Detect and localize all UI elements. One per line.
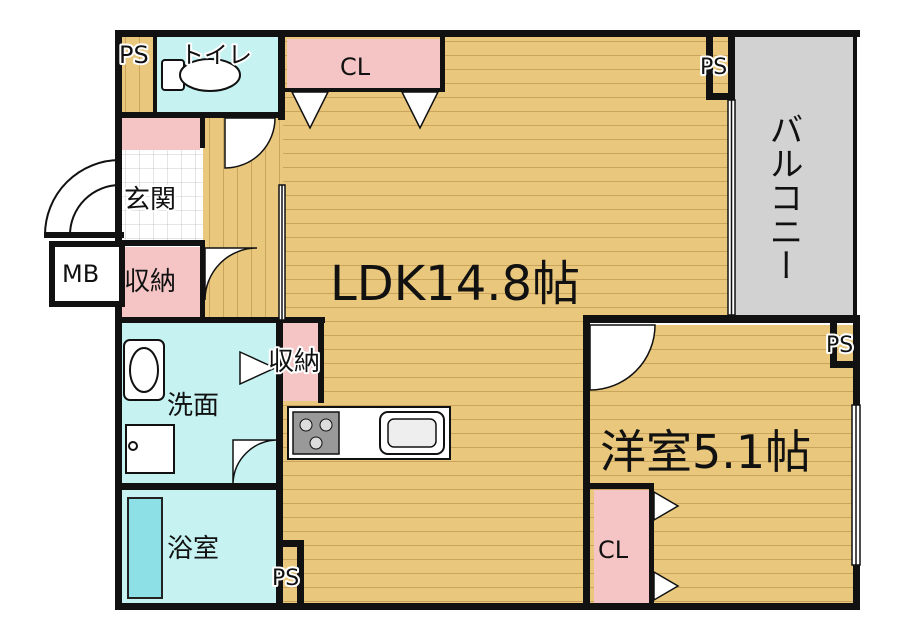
mb-label: MB	[62, 260, 99, 288]
storage-left-floor	[120, 247, 203, 319]
ldk-closet	[287, 39, 440, 91]
genkan-floor	[120, 150, 203, 242]
ldk-floor	[203, 35, 730, 605]
kitchen-counter	[287, 406, 451, 460]
balcony-floor	[735, 35, 853, 317]
mb-box	[55, 247, 119, 301]
toilet-ps-box	[120, 35, 155, 115]
bathroom-label: 浴室	[167, 534, 219, 564]
western-closet-label: CL	[598, 536, 629, 564]
ps-toilet-label: PS	[119, 41, 149, 69]
closet-door-marks	[239, 91, 680, 602]
washroom-label: 洗面	[167, 391, 219, 421]
ldk-sliding-door	[278, 184, 286, 321]
western-window	[851, 404, 861, 566]
bath-tub	[127, 497, 163, 599]
storage-center-label: 収納	[268, 347, 320, 377]
genkan-label: 玄関	[124, 185, 176, 215]
western-room-label: 洋室5.1帖	[600, 425, 811, 479]
genkan-shoe-box	[120, 118, 200, 150]
ldk-closet-label: CL	[340, 53, 371, 81]
ps-top-right-label: PS	[700, 55, 727, 80]
balcony-window	[727, 99, 736, 316]
storage-center-floor	[282, 323, 320, 401]
entrance-door	[44, 159, 121, 236]
toilet-fixture	[161, 58, 241, 92]
ldk-label: LDK14.8帖	[330, 256, 580, 312]
storage-left-label: 収納	[124, 267, 176, 297]
washing-machine	[125, 424, 175, 474]
toilet-label: トイレ	[180, 41, 252, 69]
wash-basin	[123, 339, 165, 401]
ps-bottom-label: PS	[272, 566, 299, 591]
ps-right-label: PS	[826, 333, 853, 358]
door-swings	[204, 117, 656, 484]
western-closet	[594, 490, 650, 603]
balcony-label: バルコニー	[763, 112, 803, 282]
